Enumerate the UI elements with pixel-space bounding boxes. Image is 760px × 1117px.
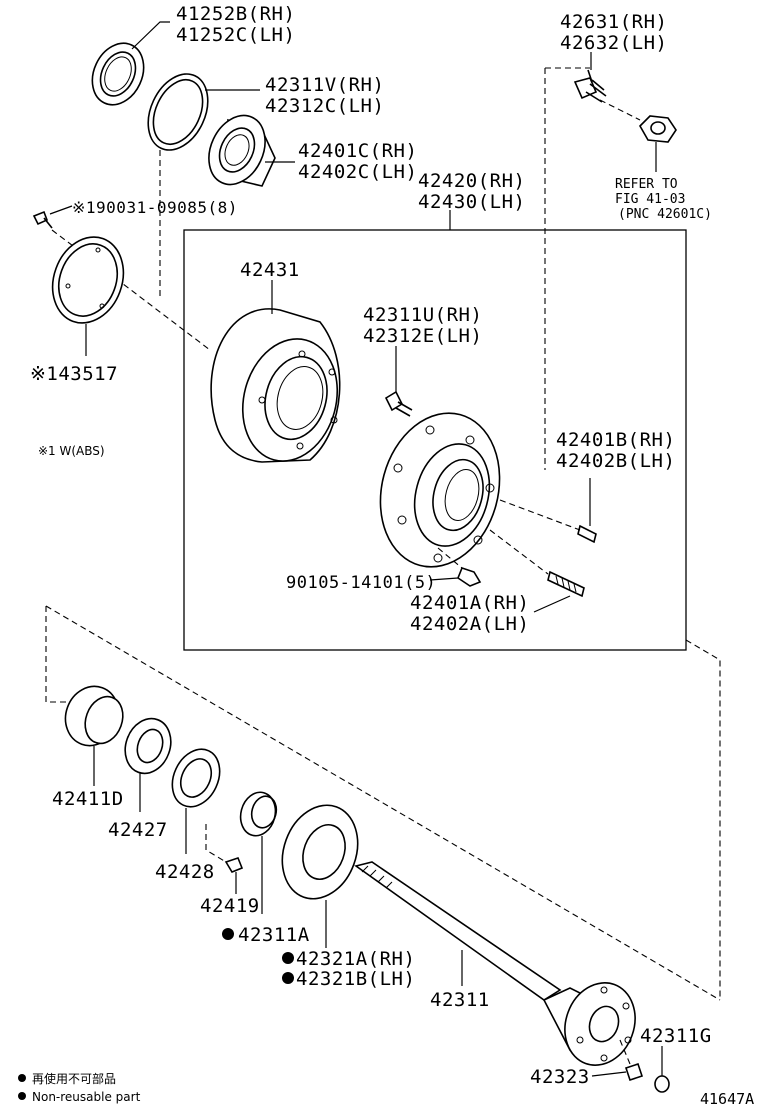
bearing-42411d (64, 685, 124, 747)
label-42401a: 42401A(RH) (410, 592, 529, 614)
screw-90031 (32, 210, 53, 229)
lock-nut-42427 (124, 717, 172, 775)
label-90105: 90105-14101(5) (286, 573, 436, 593)
label-42311g: 42311G (640, 1025, 712, 1047)
label-42632: 42632(LH) (560, 32, 667, 54)
label-42323: 42323 (530, 1066, 590, 1088)
rear-axle-shaft-42311 (354, 861, 636, 1066)
screw-90105 (457, 567, 482, 587)
label-42311a: 42311A (238, 924, 310, 946)
refer-line-2: FIG 41-03 (615, 192, 685, 207)
label-42430: 42430(LH) (418, 191, 525, 213)
label-42311v: 42311V(RH) (265, 74, 384, 96)
refer-line-3: (PNC 42601C) (618, 207, 712, 222)
label-42420: 42420(RH) (418, 170, 525, 192)
label-42401b: 42401B(RH) (556, 429, 675, 451)
hub-stud-42401b (577, 524, 597, 544)
screw-42419 (224, 857, 244, 873)
hub-bolt-42631 (573, 69, 607, 103)
axle-hub (379, 412, 501, 568)
label-42631: 42631(RH) (560, 11, 667, 33)
label-42311u: 42311U(RH) (363, 304, 482, 326)
label-42428: 42428 (155, 861, 215, 883)
legend-en: Non-reusable part (32, 1090, 141, 1104)
label-42419: 42419 (200, 895, 260, 917)
label-42402c: 42402C(LH) (298, 161, 417, 183)
label-42427: 42427 (108, 819, 168, 841)
oil-seal-41252 (91, 42, 145, 106)
label-41252b: 41252B(RH) (176, 3, 295, 25)
label-42402a: 42402A(LH) (410, 613, 529, 635)
non-reusable-mark-42321a (282, 952, 294, 964)
label-41252c: 41252C(LH) (176, 24, 295, 46)
legend-dot-en (18, 1092, 26, 1100)
brake-disc-42431 (210, 308, 341, 463)
figure-code: 41647A (700, 1090, 754, 1108)
non-reusable-mark-42321b (282, 972, 294, 984)
label-42431: 42431 (240, 259, 300, 281)
label-42401c: 42401C(RH) (298, 140, 417, 162)
hub-stud-42401a (547, 570, 585, 598)
label-42312c: 42312C(LH) (265, 95, 384, 117)
nut-42323 (624, 1062, 644, 1082)
label-42411d: 42411D (52, 788, 124, 810)
note-abs: ※1 W(ABS) (38, 444, 105, 458)
label-42321a: 42321A(RH) (296, 948, 415, 970)
label-42402b: 42402B(LH) (556, 450, 675, 472)
washer-42428 (171, 748, 221, 808)
label-42312e: 42312E(LH) (363, 325, 482, 347)
legend-jp: 再使用不可部品 (32, 1071, 116, 1086)
hub-bolt-42311u (384, 390, 413, 417)
oil-seal-42311v (147, 73, 209, 151)
label-42311: 42311 (430, 989, 490, 1011)
bolt-42311g (654, 1075, 670, 1093)
label-43517: ※143517 (30, 363, 118, 385)
hub-nut (639, 115, 677, 143)
bearing-42401c (208, 114, 276, 187)
legend-dot-jp (18, 1074, 26, 1082)
label-90031: ※190031-09085(8) (72, 198, 238, 217)
oil-seal-42311a (239, 791, 278, 837)
refer-line-1: REFER TO (615, 177, 678, 192)
gasket-42321 (281, 804, 359, 900)
abs-sensor-ring-43517 (51, 236, 125, 324)
non-reusable-mark-42311a (222, 928, 234, 940)
label-42321b: 42321B(LH) (296, 968, 415, 990)
